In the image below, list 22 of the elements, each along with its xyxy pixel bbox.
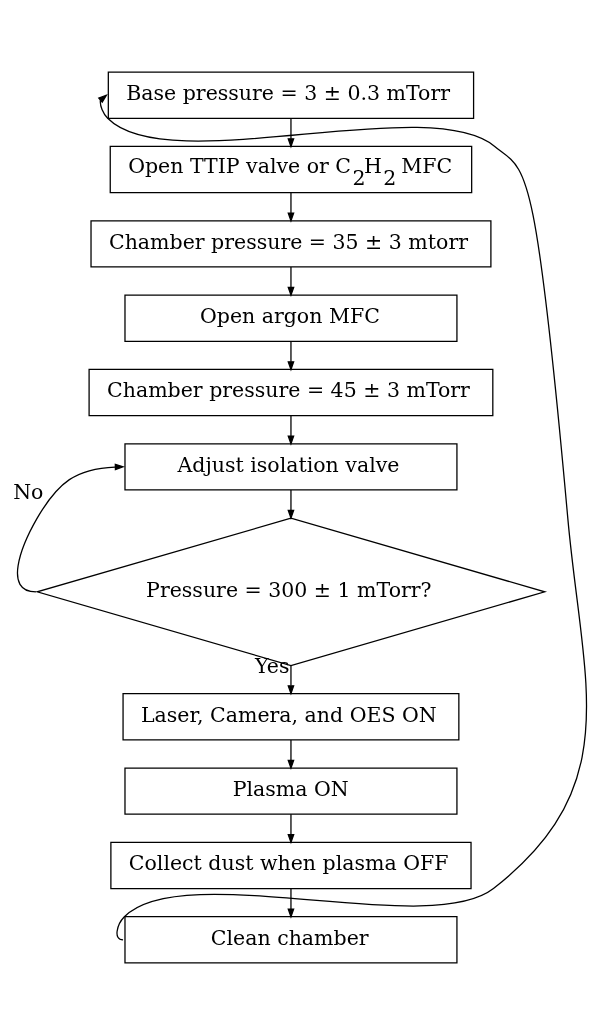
arrow [287,414,295,446]
node-box: Chamber pressure = 45 ± 3 mTorr [88,368,494,416]
node-box: Adjust isolation valve [124,442,458,491]
node-box: Base pressure = 3 ± 0.3 mTorr [107,71,475,119]
node-box: Clean chamber [124,915,458,963]
node-box: Laser, Camera, and OES ON [122,692,460,740]
edge-label: No [13,479,44,504]
node-box: Chamber pressure = 35 ± 3 mtorr [90,219,492,268]
arrow [287,813,295,844]
arrow [287,738,295,770]
arrow [287,887,295,919]
node-box: Open argon MFC [124,294,458,342]
arrow [287,191,295,223]
arrow [16,462,125,592]
node-box: Collect dust when plasma OFF [110,841,472,889]
arrow [287,117,295,148]
arrow [97,93,588,940]
arrow [287,340,295,371]
node-box: Plasma ON [124,766,458,815]
arrow [287,664,295,695]
arrow [287,488,295,520]
arrow [287,265,295,297]
